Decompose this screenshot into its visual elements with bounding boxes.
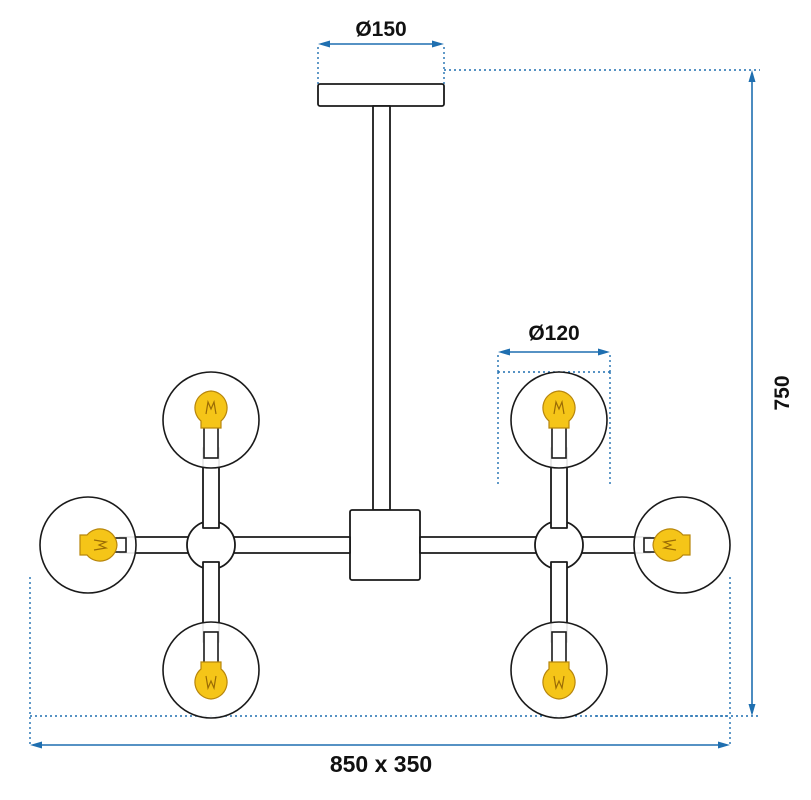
globes-layer xyxy=(39,371,731,719)
globe-dim-arrow-left xyxy=(498,348,510,356)
lower-right-globe xyxy=(510,621,608,719)
globe-dim-arrow-right xyxy=(598,348,610,356)
height-dimension-label: 750 xyxy=(771,375,794,410)
lower-right-filament xyxy=(553,675,565,691)
far-right-filament xyxy=(661,539,677,551)
upper-right-globe xyxy=(510,371,608,469)
upper-left-globe xyxy=(162,371,260,469)
far-left-filament xyxy=(93,539,109,551)
height-dim-arrow-top xyxy=(748,70,756,82)
lower-left-globe xyxy=(162,621,260,719)
center-hub xyxy=(349,509,421,581)
far-right-globe xyxy=(633,496,731,594)
footprint-dim-arrow-right xyxy=(718,741,730,749)
canopy-dimension-label: Ø150 xyxy=(355,18,406,41)
globe-dimension-label: Ø120 xyxy=(528,322,579,345)
canopy-dim-arrow-left xyxy=(318,40,330,48)
upper-right-filament xyxy=(553,399,565,415)
vertical-stem xyxy=(372,105,391,511)
far-left-globe xyxy=(39,496,137,594)
height-dim-arrow-bottom xyxy=(748,704,756,716)
upper-left-filament xyxy=(205,399,217,415)
footprint-dim-arrow-left xyxy=(30,741,42,749)
canopy-dim-arrow-right xyxy=(432,40,444,48)
lamp-body-layer xyxy=(119,83,651,643)
lower-left-filament xyxy=(205,675,217,691)
footprint-dimension-label: 850 x 350 xyxy=(330,751,432,777)
ceiling-canopy xyxy=(317,83,445,107)
dimension-layer xyxy=(29,40,760,749)
